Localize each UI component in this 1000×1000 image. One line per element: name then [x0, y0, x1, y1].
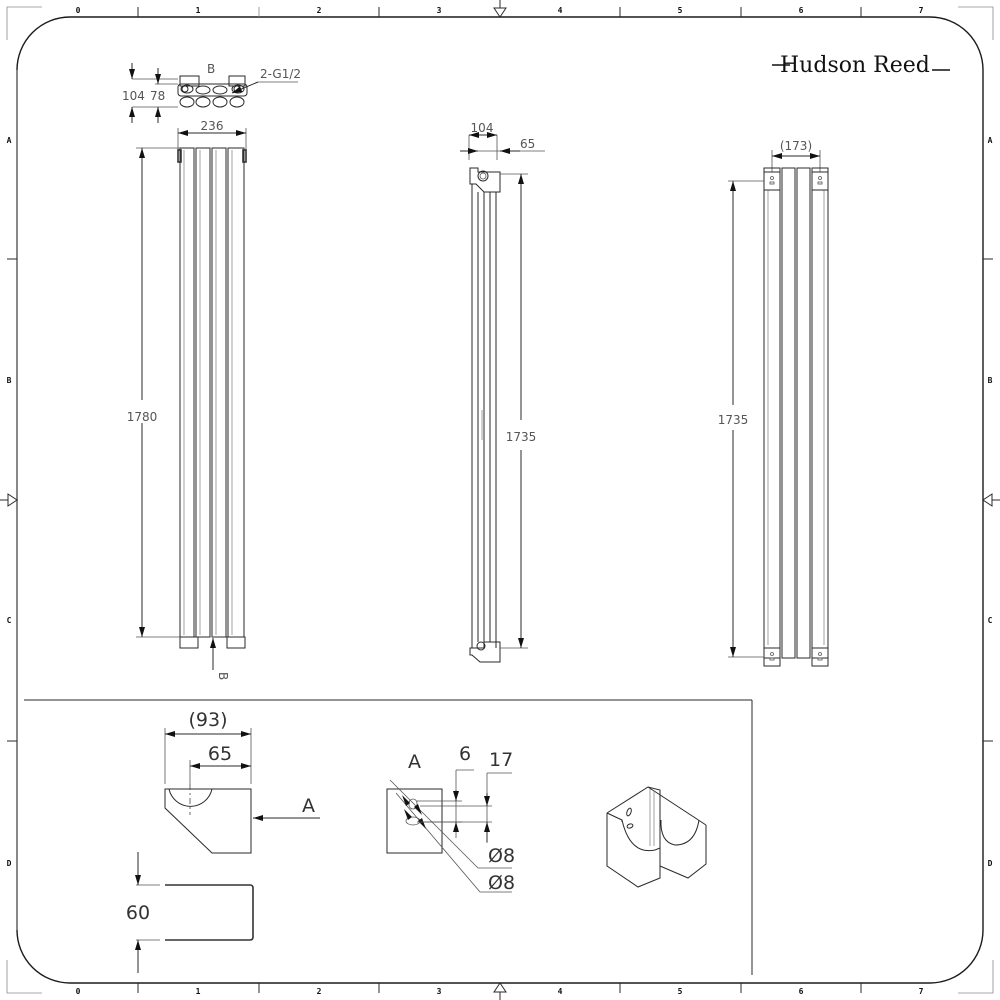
detail-panel [24, 699, 753, 975]
col-label: 0 [76, 987, 81, 996]
clip-height-dim: 60 [126, 902, 150, 924]
col-label: 2 [317, 6, 322, 15]
view-a-label: A [408, 751, 421, 773]
view-a-hole-1: Ø8 [488, 845, 515, 867]
col-label: 4 [558, 987, 563, 996]
front-width-dim: 236 [201, 119, 224, 133]
row-label: A [7, 136, 12, 145]
depth-inner-dim: 78 [150, 89, 165, 103]
view-a-dim-6: 6 [459, 743, 471, 765]
col-label: 3 [437, 6, 442, 15]
row-label: D [7, 859, 12, 868]
side-view: 104 65 1735 [460, 121, 545, 663]
col-label: 2 [317, 987, 322, 996]
bracket-overall-dim: (93) [188, 709, 227, 731]
rear-height-dim: 1735 [718, 413, 749, 427]
col-label: 7 [919, 6, 924, 15]
bracket-isometric [606, 786, 707, 888]
rear-centres-dim: (173) [780, 139, 812, 153]
row-label: B [988, 376, 993, 385]
top-plan-detail: 104 78 B 2-G1/2 [122, 62, 301, 123]
side-height-dim: 1735 [506, 430, 537, 444]
front-view: 236 8888 1780 B [124, 119, 247, 680]
svg-text:8888: 8888 [127, 410, 158, 424]
depth-outer-dim: 104 [122, 89, 145, 103]
brand-name: Hudson Reed [780, 53, 930, 78]
col-label: 6 [799, 987, 804, 996]
row-labels-right: A B C D [988, 136, 993, 868]
row-label: C [988, 616, 993, 625]
view-a-dim-17: 17 [489, 749, 513, 771]
front-height-dim: 1780 [127, 410, 158, 424]
col-label: 1 [196, 987, 201, 996]
bracket-offset-dim: 65 [208, 743, 232, 765]
side-depth-dim: 104 [471, 121, 494, 135]
row-label: B [7, 376, 12, 385]
column-labels-top: 0 1 2 3 4 5 6 7 [76, 6, 924, 15]
connection-dim: 2-G1/2 [260, 67, 301, 81]
col-label: 0 [76, 6, 81, 15]
view-a-detail: A 6 17 Ø8 Ø8 [386, 743, 515, 894]
column-labels-bottom: 0 1 2 3 4 5 6 7 [76, 987, 924, 996]
rear-view: (173) 1735 [718, 139, 829, 667]
col-label: 5 [678, 6, 683, 15]
bracket-side-detail: (93) 65 A [164, 709, 320, 854]
col-label: 6 [799, 6, 804, 15]
u-clip-detail: 60 [126, 852, 254, 973]
col-label: 7 [919, 987, 924, 996]
view-b-label: B [207, 62, 215, 76]
row-label: C [7, 616, 12, 625]
col-label: 1 [196, 6, 201, 15]
col-label: 5 [678, 987, 683, 996]
row-label: D [988, 859, 993, 868]
view-a-marker: A [302, 795, 315, 817]
view-a-hole-2: Ø8 [488, 872, 515, 894]
side-offset-dim: 65 [520, 137, 535, 151]
row-labels-left: A B C D [7, 136, 12, 868]
brand-logo: Hudson Reed [772, 53, 950, 78]
row-label: A [988, 136, 993, 145]
col-label: 3 [437, 987, 442, 996]
col-label: 4 [558, 6, 563, 15]
section-b-marker: B [216, 672, 230, 680]
